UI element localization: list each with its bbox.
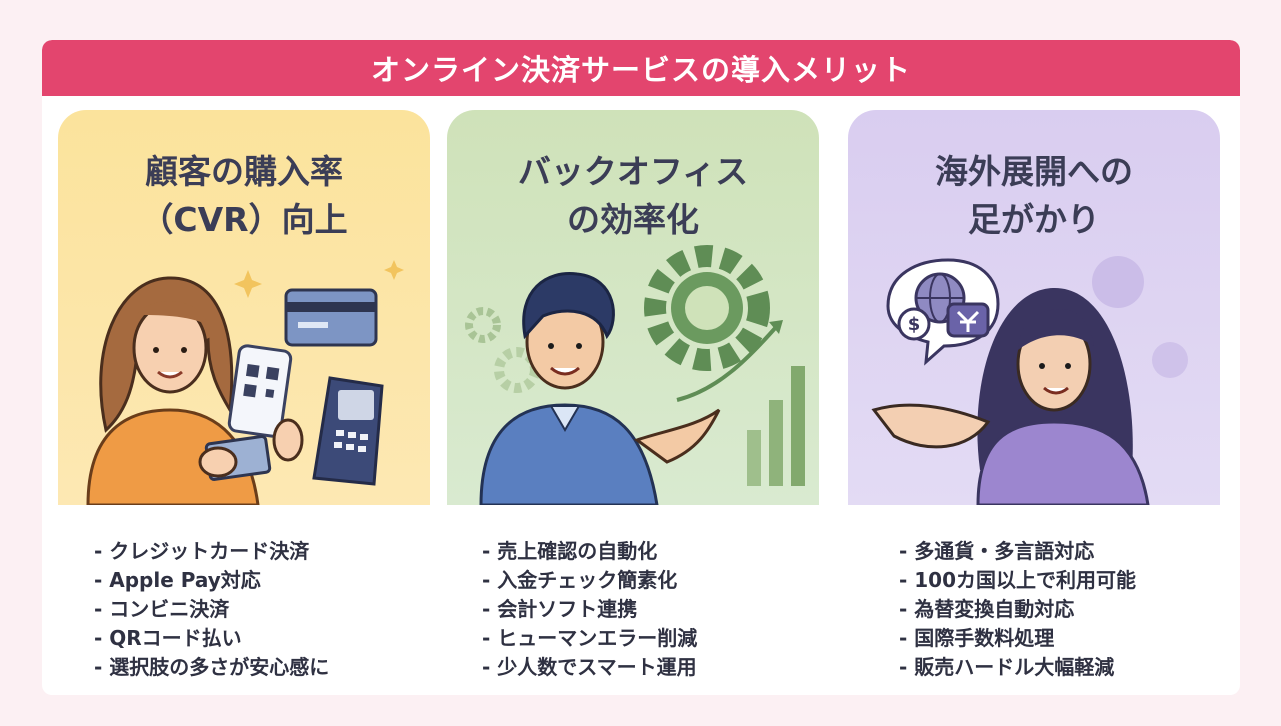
man-illustration bbox=[465, 245, 805, 505]
card-title-line: （CVR）向上 bbox=[140, 200, 348, 239]
card-title-global: 海外展開への 足がかり bbox=[848, 148, 1220, 244]
list-item: - 100カ国以上で利用可能 bbox=[899, 568, 1137, 592]
title-banner: オンライン決済サービスの導入メリット bbox=[42, 40, 1240, 96]
smartphone-qr-icon bbox=[227, 344, 293, 438]
woman-illustration: $ bbox=[871, 256, 1188, 505]
list-item: - クレジットカード決済 bbox=[94, 539, 310, 563]
backoffice-benefit-list: - 売上確認の自動化 - 入金チェック簡素化 - 会計ソフト連携 - ヒューマン… bbox=[482, 537, 697, 682]
card-global: $ 海外展開への 足がかり bbox=[848, 110, 1220, 505]
global-benefit-list: - 多通貨・多言語対応 - 100カ国以上で利用可能 - 為替変換自動対応 - … bbox=[899, 537, 1136, 682]
list-item: - 多通貨・多言語対応 bbox=[899, 539, 1095, 563]
page-title: オンライン決済サービスの導入メリット bbox=[370, 53, 911, 87]
credit-card-icon bbox=[284, 288, 378, 347]
list-item: - ヒューマンエラー削減 bbox=[482, 626, 698, 650]
card-backoffice: バックオフィス の効率化 bbox=[447, 110, 819, 505]
list-item: - コンビニ決済 bbox=[94, 597, 230, 621]
yuan-icon bbox=[946, 302, 990, 338]
card-title-cvr: 顧客の購入率 （CVR）向上 bbox=[58, 148, 430, 244]
card-title-backoffice: バックオフィス の効率化 bbox=[447, 148, 819, 244]
svg-text:$: $ bbox=[908, 314, 921, 335]
list-item: - 売上確認の自動化 bbox=[482, 539, 658, 563]
woman-illustration bbox=[86, 260, 404, 505]
list-item: - 国際手数料処理 bbox=[899, 626, 1055, 650]
list-item: - 販売ハードル大幅軽減 bbox=[899, 655, 1115, 679]
dollar-coin-icon: $ bbox=[897, 307, 931, 341]
list-item: - QRコード払い bbox=[94, 626, 242, 650]
list-item: - 入金チェック簡素化 bbox=[482, 568, 678, 592]
card-title-line: 海外展開への bbox=[935, 152, 1133, 191]
card-cvr: 顧客の購入率 （CVR）向上 bbox=[58, 110, 430, 505]
cvr-benefit-list: - クレジットカード決済 - Apple Pay対応 - コンビニ決済 - QR… bbox=[94, 537, 329, 682]
card-title-line: の効率化 bbox=[567, 200, 699, 239]
list-item: - 選択肢の多さが安心感に bbox=[94, 655, 330, 679]
card-title-line: バックオフィス bbox=[517, 152, 749, 191]
payment-terminal-icon bbox=[312, 376, 384, 486]
list-item: - 少人数でスマート運用 bbox=[482, 655, 697, 679]
growth-chart-icon bbox=[676, 320, 805, 486]
infographic-panel: オンライン決済サービスの導入メリット bbox=[42, 40, 1240, 695]
list-item: - 為替変換自動対応 bbox=[899, 597, 1075, 621]
list-item: - 会計ソフト連携 bbox=[482, 597, 638, 621]
card-title-line: 足がかり bbox=[968, 200, 1100, 239]
list-item: - Apple Pay対応 bbox=[94, 568, 261, 592]
gear-icon bbox=[644, 245, 770, 371]
card-title-line: 顧客の購入率 bbox=[145, 152, 343, 191]
